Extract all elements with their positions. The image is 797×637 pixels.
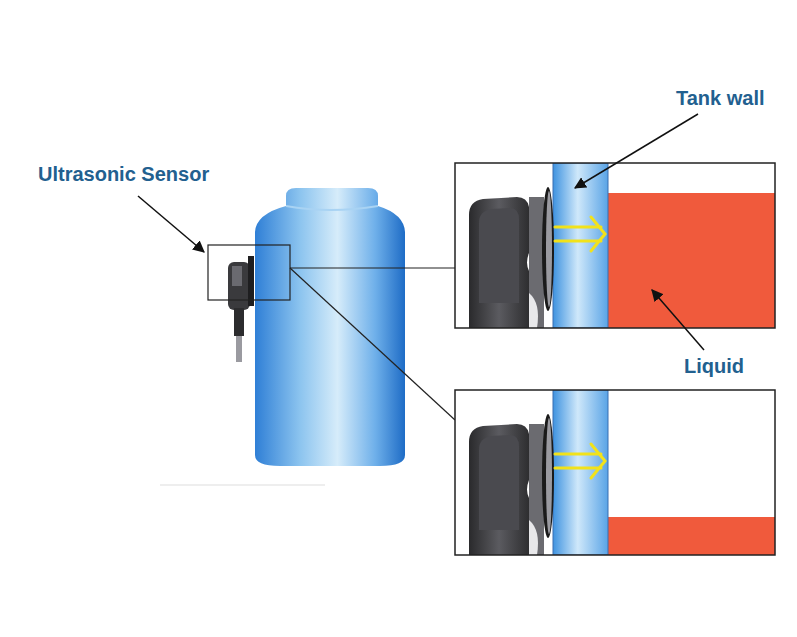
leader-arrow: [138, 196, 204, 252]
tank: [255, 188, 405, 466]
zoom-panel-full: [455, 163, 775, 328]
liquid-label: Liquid: [684, 354, 744, 378]
leader-arrow: [575, 114, 698, 188]
ground-line: [160, 485, 325, 486]
zoom-line: [290, 268, 455, 420]
zoom-frame: [208, 245, 290, 300]
tank-shoulder: [286, 206, 378, 210]
zoom-line: [290, 267, 455, 268]
panel-border: [455, 390, 775, 555]
zoom-panel-low: [455, 390, 775, 555]
wall-label: Tank wall: [676, 86, 765, 110]
sensor-label: Ultrasonic Sensor: [38, 162, 209, 186]
panel-border: [455, 163, 775, 328]
sensor: [228, 256, 254, 362]
leader-arrow: [652, 290, 704, 350]
